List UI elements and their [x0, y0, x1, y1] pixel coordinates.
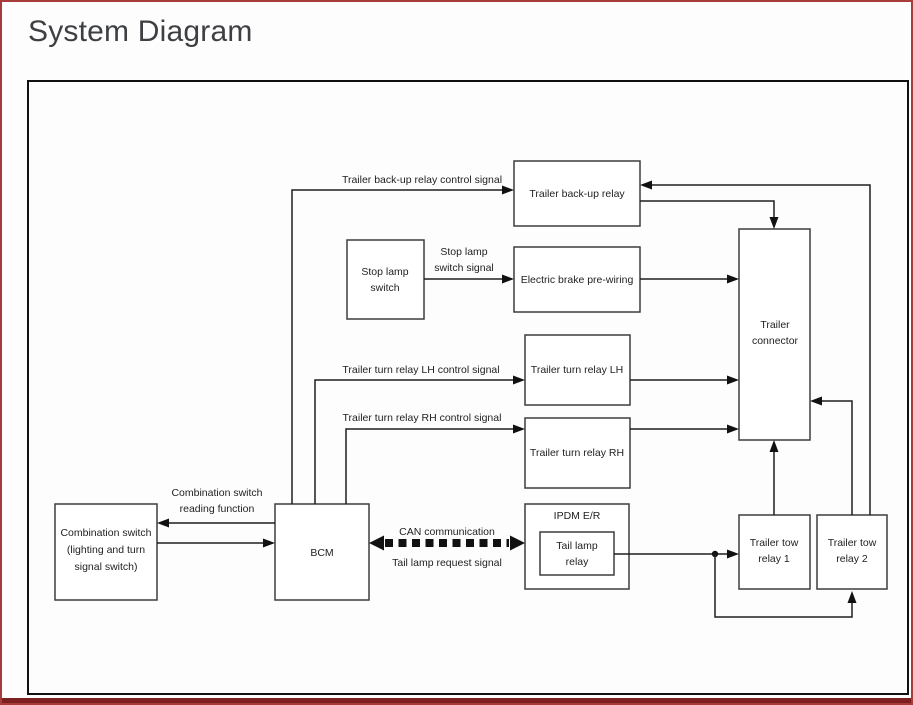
arrowhead-down-icon	[769, 217, 779, 229]
combination-switch-label-line1: Combination switch	[60, 527, 151, 539]
arrowhead-left-icon	[810, 396, 822, 406]
arrowhead-left-icon	[640, 180, 652, 190]
towrelay2-to-connector-wire	[821, 400, 853, 515]
comb-read-label-line1: Combination switch	[171, 487, 262, 499]
trailer-tow-relay-1-box	[738, 514, 811, 590]
trailer-backup-relay-box	[513, 160, 641, 227]
trailer-backup-relay-label: Trailer back-up relay	[529, 188, 625, 200]
rh-control-wire	[345, 428, 514, 504]
stop-lamp-switch-label-line2: switch	[370, 282, 399, 294]
rh-control-signal-label: Trailer turn relay RH control signal	[343, 412, 502, 424]
comb-read-label-line2: reading function	[180, 503, 255, 515]
arrowhead-right-icon	[513, 424, 525, 434]
arrowhead-right-icon	[513, 375, 525, 385]
backup-to-connector-wire	[640, 200, 775, 218]
arrowhead-right-icon	[502, 274, 514, 284]
combination-switch-box	[54, 503, 158, 601]
signal-wires: Trailer back-up relay control signal Tra…	[157, 174, 871, 618]
towrelay2-to-backup-wire	[651, 184, 871, 515]
stop-lamp-switch-label-line1: Stop lamp	[361, 266, 408, 278]
footer-accent-bar	[2, 698, 911, 703]
page-title: System Diagram	[28, 15, 253, 48]
backup-control-signal-label: Trailer back-up relay control signal	[342, 174, 502, 186]
diagram-frame	[27, 80, 909, 695]
arrowhead-right-icon	[263, 538, 275, 548]
trailer-connector-label-line1: Trailer	[760, 319, 790, 331]
arrowhead-right-icon	[727, 549, 739, 559]
combination-switch-label-line3: signal switch)	[74, 561, 137, 573]
trailer-connector-box	[738, 228, 811, 441]
arrowhead-left-icon	[157, 518, 169, 528]
arrowhead-right-icon	[510, 535, 525, 551]
tail-lamp-relay-box	[539, 531, 615, 576]
bcm-box	[274, 503, 370, 601]
stop-lamp-signal-label-line1: Stop lamp	[440, 246, 487, 258]
trailer-tow-relay-2-box	[816, 514, 888, 590]
trailer-tow-relay-2-label-line1: Trailer tow	[828, 537, 877, 549]
tail-lamp-request-label: Tail lamp request signal	[392, 557, 502, 569]
trailer-turn-relay-rh-box	[524, 417, 631, 489]
trailer-tow-relay-1-label-line2: relay 1	[758, 553, 790, 565]
trailer-tow-relay-2-label-line2: relay 2	[836, 553, 868, 565]
lh-control-wire	[314, 379, 514, 504]
combination-switch-label-line2: (lighting and turn	[67, 544, 145, 556]
can-communication-label: CAN communication	[399, 526, 495, 538]
arrowhead-right-icon	[727, 424, 739, 434]
bcm-label: BCM	[310, 547, 333, 559]
arrowhead-right-icon	[502, 185, 514, 195]
backup-control-wire	[291, 189, 503, 504]
tail-lamp-relay-label-line1: Tail lamp	[556, 540, 598, 552]
stop-lamp-signal-label-line2: switch signal	[434, 262, 494, 274]
lh-control-signal-label: Trailer turn relay LH control signal	[342, 364, 499, 376]
arrowhead-right-icon	[727, 375, 739, 385]
arrowhead-left-icon	[369, 535, 384, 551]
component-boxes: Trailer back-up relay Stop lamp switch E…	[54, 160, 888, 601]
arrowhead-right-icon	[727, 274, 739, 284]
tail-lamp-relay-label-line2: relay	[566, 556, 590, 568]
trailer-connector-label-line2: connector	[752, 335, 799, 347]
trailer-tow-relay-1-label-line1: Trailer tow	[750, 537, 799, 549]
arrowhead-up-icon	[847, 591, 857, 603]
trailer-turn-relay-rh-label: Trailer turn relay RH	[530, 447, 624, 459]
ipdm-er-label: IPDM E/R	[554, 510, 601, 522]
trailer-turn-relay-lh-label: Trailer turn relay LH	[531, 364, 623, 376]
junction-to-towrelay2-wire	[714, 554, 853, 618]
stop-lamp-switch-box	[346, 239, 425, 320]
electric-brake-prewiring-label: Electric brake pre-wiring	[521, 274, 634, 286]
trailer-turn-relay-lh-box	[524, 334, 631, 406]
arrowhead-up-icon	[769, 440, 779, 452]
